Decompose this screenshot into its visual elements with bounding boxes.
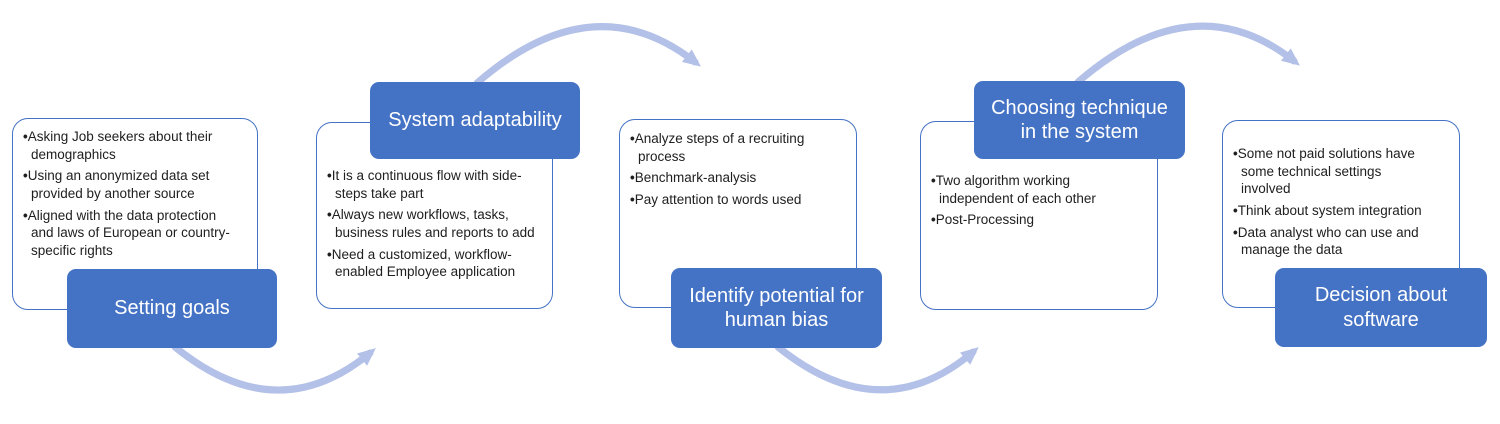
stage-2-bullet-list: It is a continuous flow with side-steps … xyxy=(327,167,535,281)
arrow-stage1-to-stage2 xyxy=(171,343,376,394)
stage-5-bullet-list: Some not paid solutions have some techni… xyxy=(1233,145,1431,259)
stage-4-title-box: Choosing technique in the system xyxy=(974,81,1185,159)
stage-4-bullet-list: Two algorithm working independent of eac… xyxy=(931,172,1129,229)
bullet-item: Need a customized, workflow-enabled Empl… xyxy=(327,246,535,281)
stage-5-title-box: Decision about software xyxy=(1275,268,1487,347)
stage-1-title: Setting goals xyxy=(114,297,230,320)
stage-5-title: Decision about software xyxy=(1314,284,1448,331)
stage-4-title: Choosing technique in the system xyxy=(991,96,1168,143)
bullet-item: Some not paid solutions have some techni… xyxy=(1233,145,1431,198)
stage-1-bullet-list: Asking Job seekers about their demograph… xyxy=(23,128,231,260)
bullet-item: Benchmark-analysis xyxy=(630,169,838,187)
bullet-item: Two algorithm working independent of eac… xyxy=(931,172,1129,207)
stage-2-title: System adaptability xyxy=(388,109,562,132)
bullet-item: Pay attention to words used xyxy=(630,191,838,209)
stage-1-title-box: Setting goals xyxy=(67,269,277,348)
stage-1-details-card: Asking Job seekers about their demograph… xyxy=(12,118,258,310)
bullet-item: Always new workflows, tasks, business ru… xyxy=(327,206,535,241)
bullet-item: Data analyst who can use and manage the … xyxy=(1233,224,1431,259)
bullet-item: Analyze steps of a recruiting process xyxy=(630,130,838,165)
arrow-stage3-to-stage4 xyxy=(774,343,979,394)
bullet-item: Using an anonymized data set provided by… xyxy=(23,167,231,202)
stage-3-title: Identify potential for human bias xyxy=(689,284,864,331)
bullet-item: Post-Processing xyxy=(931,211,1129,229)
bullet-item: It is a continuous flow with side-steps … xyxy=(327,167,535,202)
stage-3-bullet-list: Analyze steps of a recruiting process Be… xyxy=(630,130,838,209)
bullet-item: Asking Job seekers about their demograph… xyxy=(23,128,231,163)
arrow-stage2-to-stage3 xyxy=(473,23,701,87)
stage-2-title-box: System adaptability xyxy=(370,82,580,159)
arrow-stage4-to-stage5 xyxy=(1074,22,1300,86)
bullet-item: Think about system integration xyxy=(1233,202,1431,220)
stage-3-title-box: Identify potential for human bias xyxy=(671,268,882,348)
bullet-item: Aligned with the data protection and law… xyxy=(23,207,231,260)
